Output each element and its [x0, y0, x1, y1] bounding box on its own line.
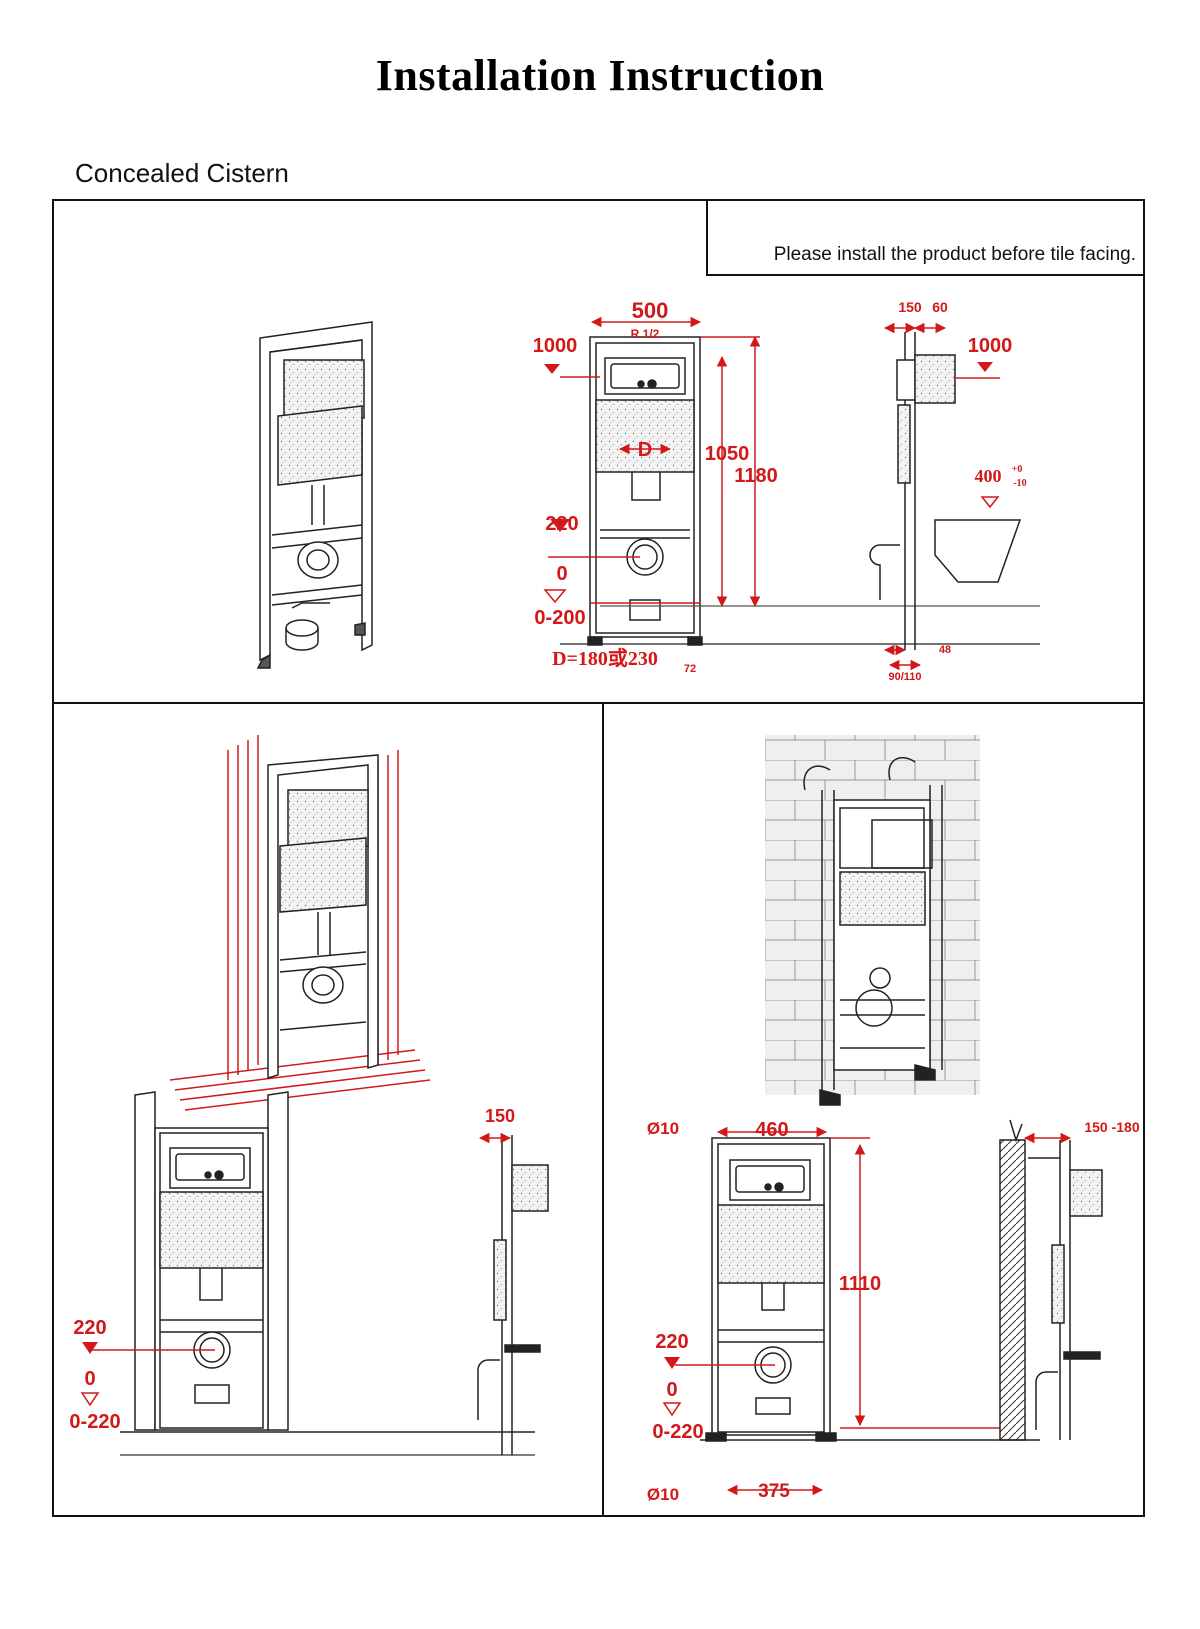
anchor-top-label: Ø10 — [647, 1119, 679, 1138]
dim-90-110: 90/110 — [888, 671, 921, 683]
dim-bowl-400: 400 — [975, 466, 1002, 486]
front-elevation-dimensions — [548, 316, 761, 608]
level-marker-0-timber — [80, 1392, 100, 1407]
timber-front-elevation — [120, 1091, 535, 1456]
dim-48: 48 — [939, 644, 951, 656]
timber-stud-drawing — [169, 735, 431, 1111]
dim-base-375: 375 — [758, 1481, 790, 1502]
dim-width-500: 500 — [632, 298, 669, 323]
wall-dimensions — [675, 1126, 1000, 1496]
dim-d-label: D — [638, 439, 652, 461]
dim-side-60: 60 — [932, 299, 948, 315]
brick-wall-drawing — [765, 735, 980, 1106]
zero-level-timber: 0 — [84, 1368, 95, 1390]
level-marker-side — [977, 362, 993, 372]
floor-lines-front — [560, 605, 1040, 645]
pipe-size-label: R 1/2 — [631, 327, 660, 341]
side-elevation-drawing — [869, 332, 1022, 650]
dim-150-timber: 150 — [485, 1106, 515, 1126]
floor-range-front: 0-200 — [534, 607, 585, 629]
level-marker-220-timber — [82, 1342, 98, 1354]
anchor-bottom-label: Ø10 — [647, 1485, 679, 1504]
dim-72: 72 — [684, 663, 696, 675]
dim-220-wall: 220 — [655, 1331, 688, 1353]
floor-range-wall: 0-220 — [652, 1421, 703, 1443]
dim-height-1000-left: 1000 — [533, 335, 578, 357]
iso-frame-drawing — [256, 321, 373, 669]
panel-dividers — [52, 702, 1144, 1517]
zero-level-front: 0 — [556, 563, 567, 585]
page-title: Installation Instruction — [375, 51, 825, 100]
dim-220-timber: 220 — [73, 1317, 106, 1339]
section-subtitle: Concealed Cistern — [75, 158, 289, 188]
dim-height-1180: 1180 — [734, 465, 777, 487]
note-text: Please install the product before tile f… — [773, 244, 1136, 265]
dim-bowl-tol-minus: -10 — [1013, 478, 1026, 489]
d-values-label: D=180或230 — [552, 646, 658, 670]
dim-width-460: 460 — [755, 1119, 788, 1141]
note-box: Please install the product before tile f… — [706, 200, 1144, 276]
instruction-frame — [52, 199, 1145, 1517]
front-elevation-drawing — [587, 336, 703, 646]
side-elevation-dimensions — [883, 322, 1000, 671]
level-markers-front — [543, 364, 570, 604]
timber-side-drawing — [477, 1135, 549, 1455]
floor-range-timber: 0-220 — [69, 1411, 120, 1433]
zero-level-wall: 0 — [666, 1379, 677, 1401]
dim-height-1110: 1110 — [839, 1273, 881, 1295]
level-marker-220-wall — [664, 1357, 680, 1369]
level-marker-bowl — [980, 496, 1000, 509]
level-marker-0-wall — [662, 1402, 682, 1417]
dim-220-front: 220 — [545, 513, 578, 535]
dim-height-1000-side: 1000 — [968, 335, 1013, 357]
dim-height-1050: 1050 — [705, 443, 750, 465]
dim-side-150: 150 — [898, 299, 922, 315]
dim-150-180: 150 -180 — [1084, 1119, 1139, 1135]
wall-front-elevation — [700, 1137, 1040, 1442]
wall-side-drawing — [999, 1119, 1103, 1441]
dim-bowl-tol-plus: +0 — [1012, 464, 1023, 475]
